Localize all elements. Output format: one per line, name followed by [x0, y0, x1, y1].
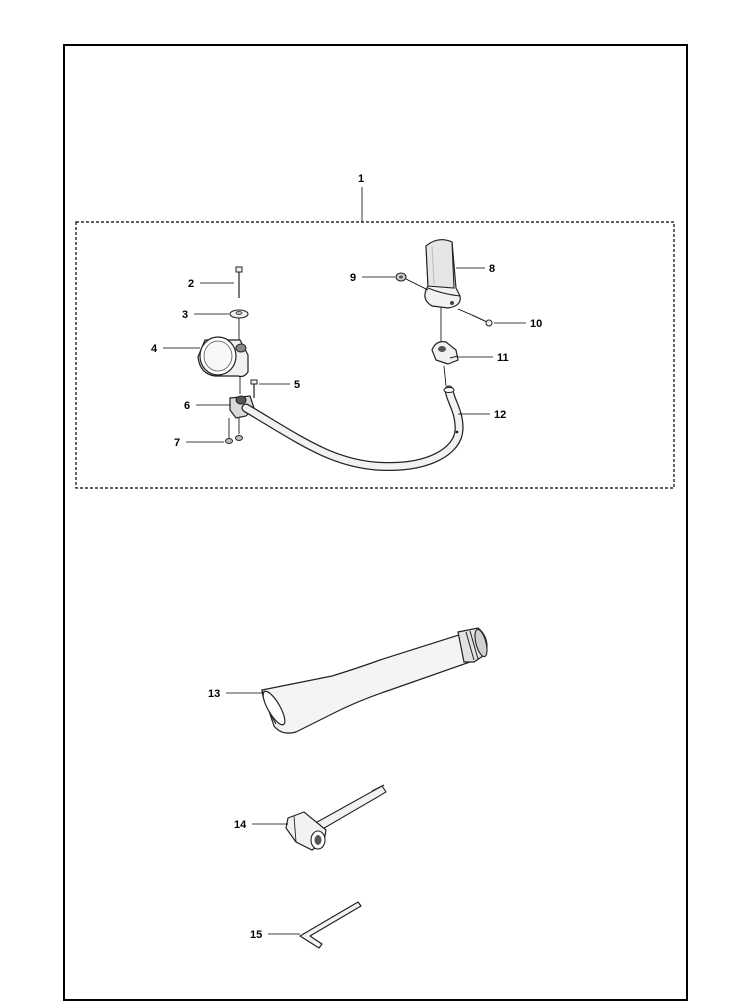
- callout-6: 6: [184, 400, 190, 412]
- washer-icon: [229, 309, 249, 319]
- kit-group-box: [75, 221, 675, 489]
- callout-8: 8: [489, 263, 495, 275]
- callout-10: 10: [530, 318, 542, 330]
- callout-2: 2: [188, 278, 194, 290]
- flat-nozzle-icon: [261, 627, 488, 734]
- callout-9: 9: [350, 272, 356, 284]
- callout-3: 3: [182, 309, 188, 321]
- callout-15: 15: [250, 929, 262, 941]
- nut-icon: [225, 418, 243, 444]
- combination-spanner-icon: [285, 784, 387, 851]
- callout-13: 13: [208, 688, 220, 700]
- page-frame: [63, 44, 688, 1001]
- handle-grip-icon: [424, 239, 461, 309]
- loop-handle-tube-icon: [241, 385, 464, 472]
- clip-icon: [431, 341, 459, 365]
- screw-icon: [250, 379, 258, 398]
- callout-14: 14: [234, 819, 247, 831]
- clamp-icon: [197, 336, 249, 378]
- screw-icon: [471, 314, 493, 327]
- screw-icon: [235, 266, 243, 298]
- callout-11: 11: [497, 352, 509, 364]
- nut-icon: [395, 272, 407, 282]
- callout-5: 5: [294, 379, 300, 391]
- callout-1: 1: [358, 173, 364, 185]
- callout-12: 12: [494, 409, 506, 421]
- hex-key-icon: [299, 901, 362, 949]
- callout-4: 4: [151, 343, 158, 355]
- callout-7: 7: [174, 437, 180, 449]
